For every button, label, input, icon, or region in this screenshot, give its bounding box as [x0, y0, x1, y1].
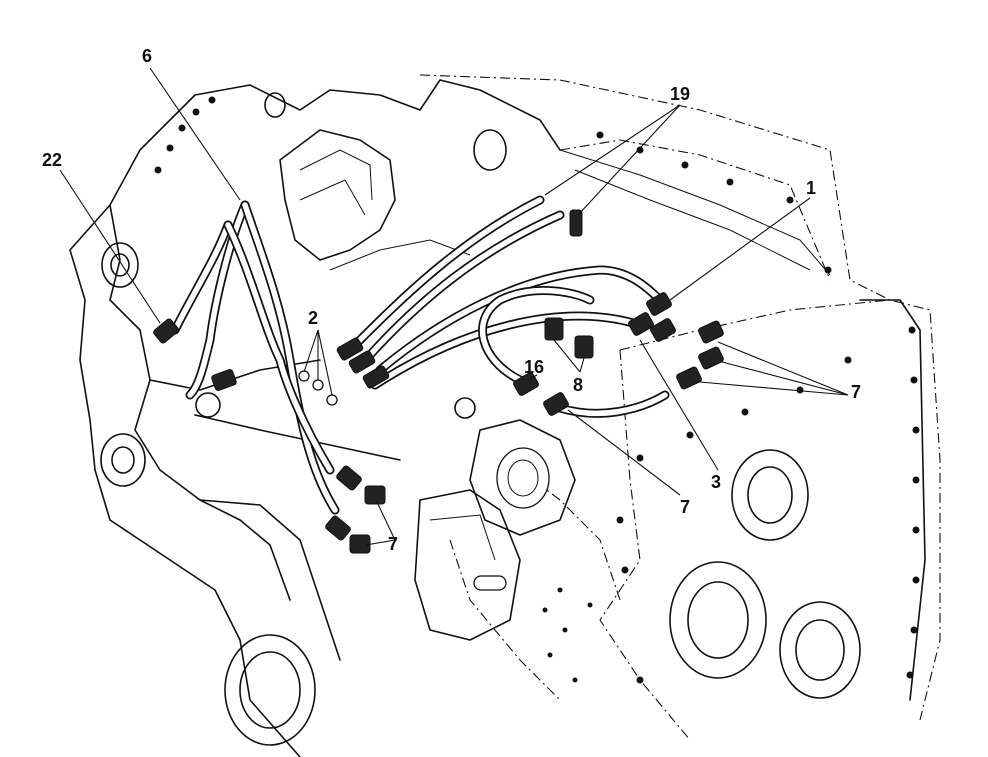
- callout-19: 19: [670, 84, 690, 104]
- hydraulic-hoses: [170, 195, 670, 515]
- callout-1: 1: [806, 178, 816, 198]
- callout-7-right: 7: [851, 382, 861, 402]
- callout-8: 8: [573, 375, 583, 395]
- hose-fittings: [153, 209, 724, 554]
- flange-bolt-holes: [154, 96, 920, 684]
- callout-6: 6: [142, 46, 152, 66]
- callout-2: 2: [308, 308, 318, 328]
- callout-7-center: 7: [680, 497, 690, 517]
- bearing-bores: [100, 92, 861, 746]
- callout-7-left: 7: [388, 534, 398, 554]
- callout-labels: 6 22 19 1 2 16 8 3 7 7 7: [42, 46, 861, 554]
- housing-outline: [69, 74, 941, 757]
- callout-3: 3: [711, 472, 721, 492]
- callout-22: 22: [42, 150, 62, 170]
- leader-lines: [59, 67, 849, 546]
- callout-16: 16: [524, 357, 544, 377]
